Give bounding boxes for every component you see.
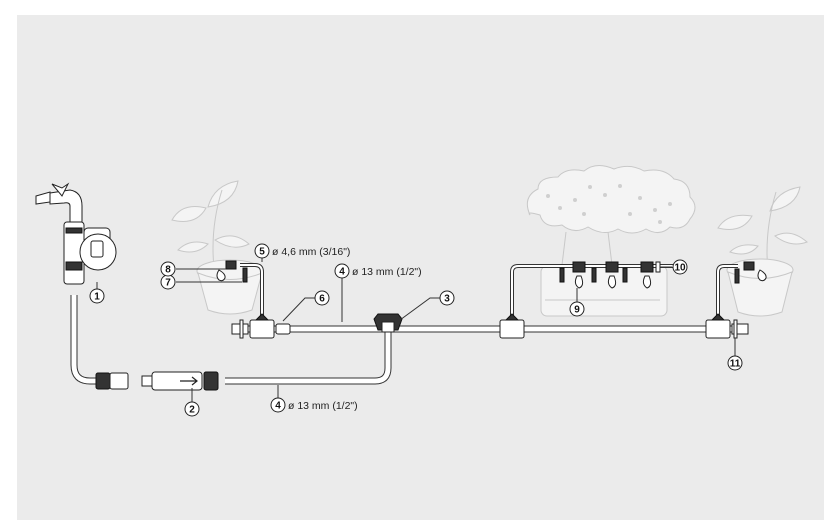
t-connector-center [373, 313, 403, 333]
drip-right [734, 261, 767, 284]
callout-circle [334, 263, 350, 279]
leaf [177, 241, 209, 253]
supply-pipe [225, 332, 392, 385]
callout-circle [184, 401, 200, 417]
callout-1: 1 [89, 288, 105, 304]
stake [242, 267, 248, 283]
callout-circle [439, 290, 455, 306]
callout-circle [254, 243, 270, 259]
drip-drop-icon [757, 269, 767, 282]
leaf [207, 180, 239, 208]
callout-number: 2 [189, 405, 195, 416]
callout-label: ø 4,6 mm (3/16") [272, 246, 350, 258]
callout-4: 4 ø 13 mm (1/2") [270, 397, 358, 413]
leaf [717, 214, 753, 230]
callout-6: 6 [314, 290, 330, 306]
callout-circle [314, 290, 330, 306]
callout-9: 9 [569, 301, 585, 317]
callout-label: ø 13 mm (1/2") [288, 400, 358, 412]
end-cap [733, 319, 738, 339]
pot-body [197, 272, 263, 315]
flower-box-shrub [526, 165, 696, 317]
leaf [774, 232, 808, 245]
leaf [214, 235, 250, 248]
flow-arrow-icon [180, 376, 198, 386]
end-plug-left [231, 319, 249, 339]
callout-circle [89, 288, 105, 304]
callout-number: 4 [275, 401, 281, 412]
water-timer [63, 221, 117, 285]
callout-circle [672, 259, 688, 275]
shrub-blossoms [546, 184, 672, 224]
callout-2: 2 [184, 401, 200, 417]
callout-circle [160, 261, 176, 277]
callouts: 1 2 3 4 ø 13 mm (1/2") 4 ø 13 mm (1/2") 5 ø 4,6 … [89, 243, 743, 417]
pot-body [727, 271, 793, 317]
potted-plant-left [171, 180, 264, 315]
callout-number: 5 [259, 247, 265, 258]
callout-number: 6 [319, 294, 325, 305]
callout-7: 7 [160, 274, 176, 290]
drip-drop-icon [574, 275, 584, 289]
t-connector-box [499, 313, 525, 339]
callout-label: ø 13 mm (1/2") [352, 266, 422, 278]
timer-display [90, 240, 104, 258]
diagram-panel [17, 15, 824, 520]
callout-circle [569, 301, 585, 317]
callout-4: 4 ø 13 mm (1/2") [334, 263, 422, 279]
callout-8: 8 [160, 261, 176, 277]
leaf [729, 244, 759, 255]
stake [734, 268, 740, 284]
callout-circle [727, 355, 743, 371]
hose-connector [95, 372, 129, 390]
shrub-foliage [526, 165, 696, 234]
drip-drop-icon [607, 275, 617, 289]
callout-11: 11 [727, 355, 743, 371]
drip-row-box [559, 261, 661, 289]
t-connector-left [249, 313, 291, 339]
callout-number: 3 [444, 294, 450, 305]
callout-number: 1 [94, 292, 100, 303]
drip-drop-icon [642, 275, 652, 289]
callout-number: 10 [674, 263, 686, 274]
leader-6 [282, 297, 315, 322]
callout-number: 8 [165, 265, 171, 276]
callout-number: 9 [574, 305, 580, 316]
t-connector-right [705, 313, 749, 339]
stem [212, 189, 223, 269]
leader-3 [399, 297, 440, 321]
drip-left [216, 260, 248, 283]
end-stopper [655, 261, 661, 273]
faucet [35, 182, 83, 223]
leaf [171, 206, 207, 222]
callout-number: 4 [339, 267, 345, 278]
hose [70, 295, 98, 385]
callout-10: 10 [672, 259, 688, 275]
potted-plant-right [717, 186, 808, 317]
leaf [769, 186, 801, 212]
callout-5: 5 ø 4,6 mm (3/16") [254, 243, 350, 259]
callout-number: 11 [730, 359, 741, 370]
shrub-trunks [561, 231, 613, 266]
callout-circle [270, 397, 286, 413]
pressure-reducer [141, 371, 219, 391]
callout-number: 7 [165, 278, 171, 289]
drip-drop-icon [216, 269, 226, 282]
callout-3: 3 [439, 290, 455, 306]
